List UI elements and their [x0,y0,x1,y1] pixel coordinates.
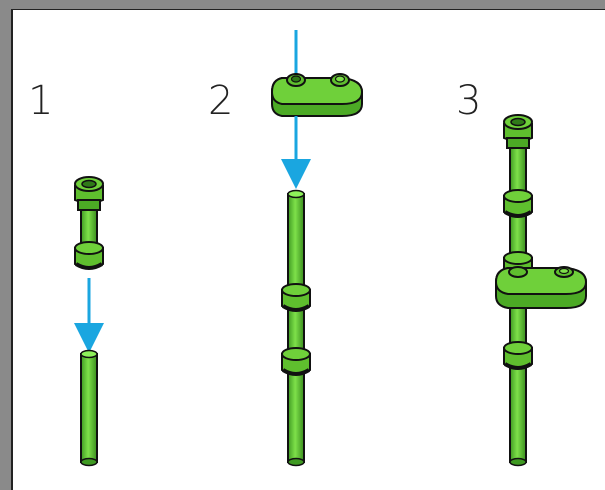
step-1-rod-with-bushings [74,176,104,270]
step-2-number: 2 [208,78,234,124]
step-3-top-bushing [503,114,533,149]
step-2-plate [270,73,364,117]
step-3-number: 3 [456,78,482,124]
step-2-assembly [270,30,364,467]
step-1-bottom-bushing [74,241,104,270]
step-1-top-bushing [74,176,104,204]
step-1-lower-rod [80,349,98,467]
step-3-assembly [494,114,588,467]
step-3-lower-bushing [503,341,533,370]
step-3-upper-bushing [503,189,533,218]
step-1-assembly [74,176,104,467]
step-2-rod [287,189,305,467]
step-1-number: 1 [28,78,54,124]
step-2-upper-bushing [281,283,311,312]
step-3-plate [494,266,588,309]
step-2-lower-bushing [281,347,311,376]
